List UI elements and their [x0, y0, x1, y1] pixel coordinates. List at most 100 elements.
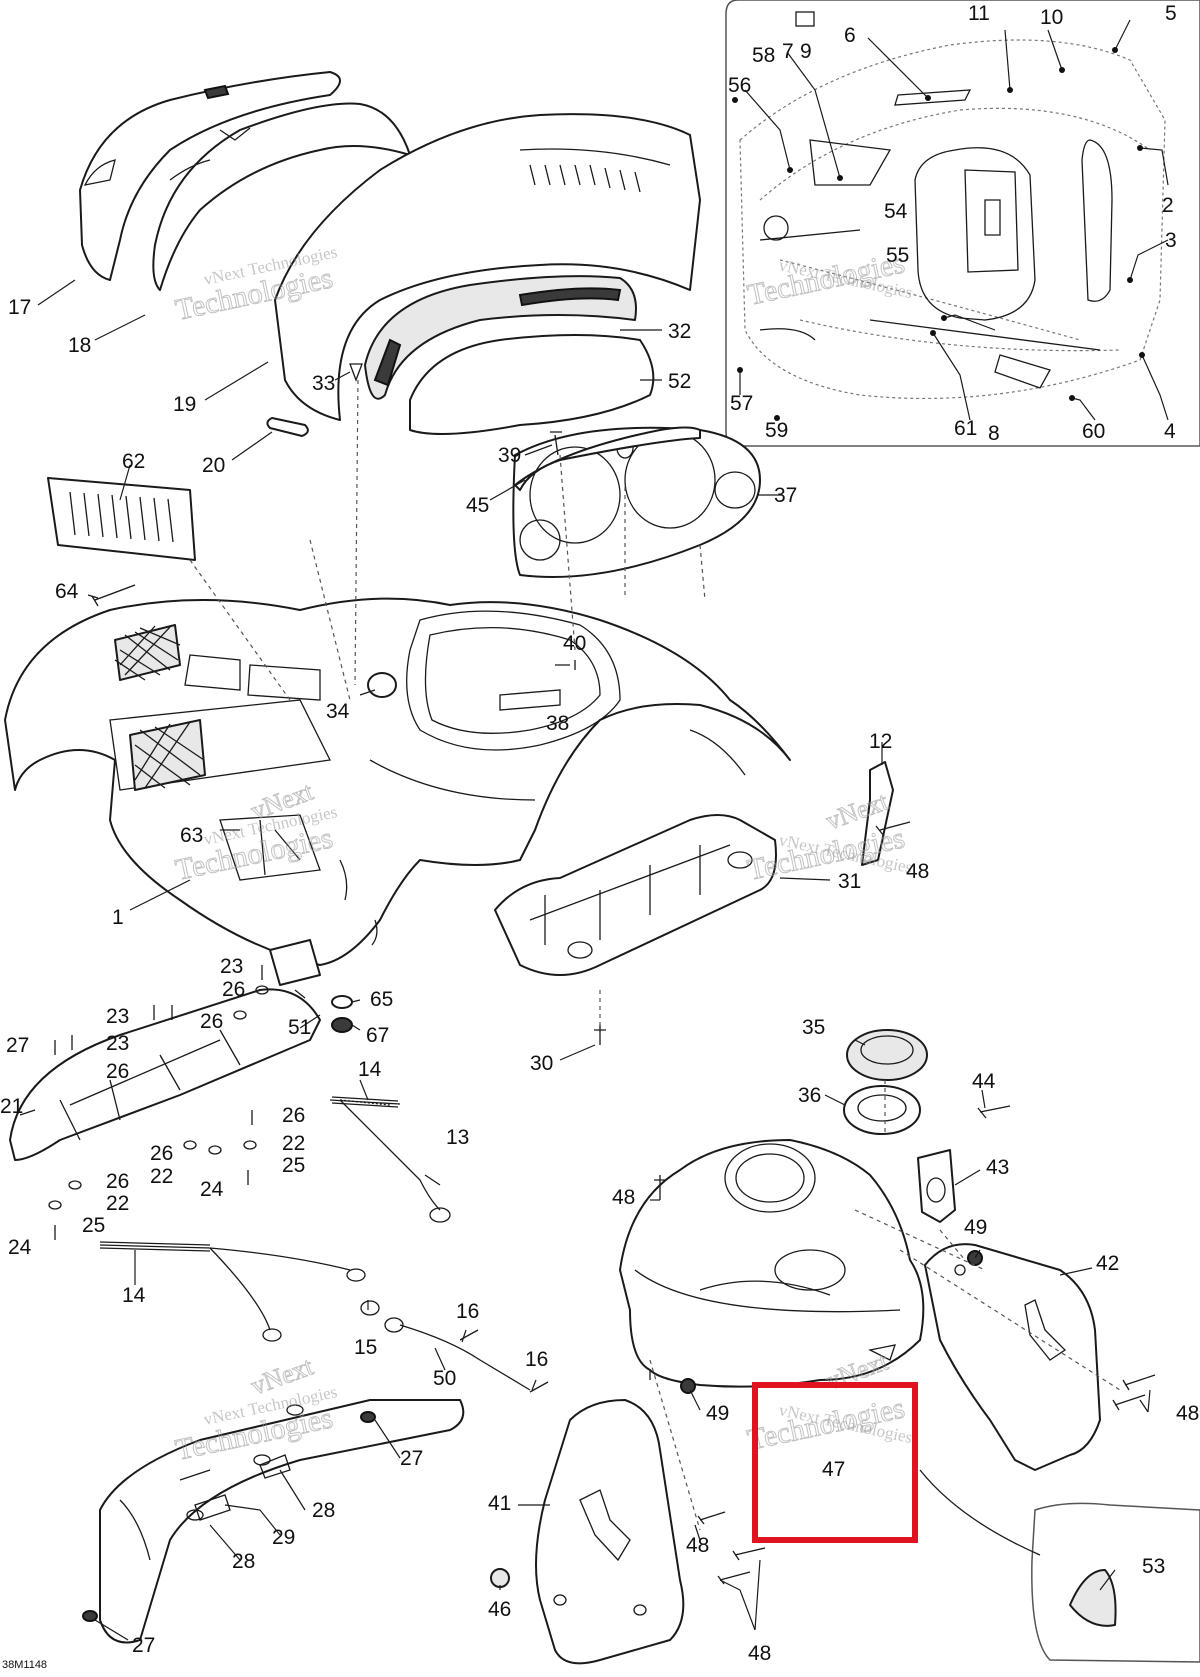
callout-56[interactable]: 56 [728, 74, 751, 97]
callout-25[interactable]: 25 [82, 1214, 105, 1237]
part-19-windshield [274, 113, 701, 421]
callout-12[interactable]: 12 [869, 730, 892, 753]
callout-14[interactable]: 14 [122, 1284, 146, 1307]
callout-39[interactable]: 39 [498, 444, 521, 467]
callout-21[interactable]: 21 [0, 1095, 23, 1118]
callout-44[interactable]: 44 [972, 1070, 996, 1093]
callout-11[interactable]: 11 [968, 2, 990, 25]
callout-67[interactable]: 67 [366, 1024, 389, 1047]
callout-26[interactable]: 26 [150, 1142, 173, 1165]
part-1-front-body [4, 597, 791, 966]
callout-48[interactable]: 48 [1176, 1402, 1199, 1425]
callout-24[interactable]: 24 [8, 1236, 32, 1259]
part-30-screw [594, 1025, 606, 1045]
callout-26[interactable]: 26 [222, 978, 245, 1001]
callout-23[interactable]: 23 [106, 1032, 129, 1055]
part-32-visor [364, 275, 637, 400]
callout-4[interactable]: 4 [1164, 420, 1176, 443]
callout-57[interactable]: 57 [730, 392, 753, 415]
callout-23[interactable]: 23 [220, 955, 243, 978]
callout-48[interactable]: 48 [686, 1534, 709, 1557]
callout-36[interactable]: 36 [798, 1084, 821, 1107]
callout-52[interactable]: 52 [668, 370, 691, 393]
callout-14[interactable]: 14 [358, 1058, 382, 1081]
callout-27[interactable]: 27 [400, 1447, 423, 1470]
callout-58[interactable]: 58 [752, 44, 775, 67]
callout-17[interactable]: 17 [8, 296, 31, 319]
callout-53[interactable]: 53 [1142, 1555, 1165, 1578]
callout-16[interactable]: 16 [456, 1300, 479, 1323]
callout-48[interactable]: 48 [612, 1186, 635, 1209]
callout-40[interactable]: 40 [563, 632, 586, 655]
callout-35[interactable]: 35 [802, 1016, 825, 1039]
callout-55[interactable]: 55 [886, 244, 909, 267]
callout-22[interactable]: 22 [282, 1132, 305, 1155]
callout-22[interactable]: 22 [106, 1192, 129, 1215]
callout-63[interactable]: 63 [180, 824, 203, 847]
callout-46[interactable]: 46 [488, 1598, 511, 1621]
callout-28[interactable]: 28 [232, 1550, 255, 1573]
callout-48[interactable]: 48 [748, 1642, 771, 1665]
callout-6[interactable]: 6 [844, 24, 856, 47]
part-36-gasket [843, 1085, 921, 1135]
callout-19[interactable]: 19 [173, 393, 196, 416]
callout-62[interactable]: 62 [122, 450, 145, 473]
callout-31[interactable]: 31 [838, 870, 861, 893]
callout-15[interactable]: 15 [354, 1336, 377, 1359]
callout-61[interactable]: 61 [954, 417, 977, 440]
part-40-screw [555, 660, 576, 670]
callout-10[interactable]: 10 [1040, 6, 1063, 29]
callout-18[interactable]: 18 [68, 334, 91, 357]
callout-59[interactable]: 59 [765, 419, 788, 442]
callout-51[interactable]: 51 [288, 1016, 311, 1039]
callout-26[interactable]: 26 [282, 1104, 305, 1127]
callout-24[interactable]: 24 [200, 1178, 224, 1201]
callout-30[interactable]: 30 [530, 1052, 553, 1075]
callout-65[interactable]: 65 [370, 988, 393, 1011]
callout-50[interactable]: 50 [433, 1367, 456, 1390]
callout-1[interactable]: 1 [112, 906, 124, 929]
callout-32[interactable]: 32 [668, 320, 691, 343]
callout-49[interactable]: 49 [706, 1402, 729, 1425]
part-33-fastener [349, 363, 363, 382]
callout-64[interactable]: 64 [55, 580, 79, 603]
callout-16[interactable]: 16 [525, 1348, 548, 1371]
callout-13[interactable]: 13 [446, 1126, 469, 1149]
callout-38[interactable]: 38 [546, 712, 569, 735]
callout-9[interactable]: 9 [800, 40, 812, 63]
callout-42[interactable]: 42 [1096, 1252, 1119, 1275]
callout-28[interactable]: 28 [312, 1499, 335, 1522]
callout-34[interactable]: 34 [326, 700, 350, 723]
callout-5[interactable]: 5 [1165, 2, 1177, 25]
callout-45[interactable]: 45 [466, 494, 489, 517]
callout-26[interactable]: 26 [200, 1010, 223, 1033]
callout-43[interactable]: 43 [986, 1156, 1009, 1179]
callout-25[interactable]: 25 [282, 1154, 305, 1177]
part-14-spring-upper [329, 1096, 401, 1108]
callout-26[interactable]: 26 [106, 1060, 129, 1083]
callout-60[interactable]: 60 [1082, 420, 1105, 443]
callout-7[interactable]: 7 [782, 40, 794, 63]
callout-26[interactable]: 26 [106, 1170, 129, 1193]
part-37-gauge-bezel [512, 426, 761, 578]
callout-33[interactable]: 33 [312, 372, 335, 395]
callout-20[interactable]: 20 [202, 454, 225, 477]
callout-3[interactable]: 3 [1165, 229, 1177, 252]
callout-48[interactable]: 48 [906, 860, 929, 883]
callout-37[interactable]: 37 [774, 484, 797, 507]
callout-41[interactable]: 41 [488, 1492, 511, 1515]
callout-47[interactable]: 47 [822, 1458, 845, 1481]
inset-nose-sketch [739, 11, 1166, 400]
callout-27[interactable]: 27 [132, 1634, 155, 1657]
callout-2[interactable]: 2 [1162, 194, 1174, 217]
callout-49[interactable]: 49 [964, 1216, 987, 1239]
callout-27[interactable]: 27 [6, 1034, 29, 1057]
part-31-tray [494, 814, 777, 976]
callout-23[interactable]: 23 [106, 1005, 129, 1028]
callout-29[interactable]: 29 [272, 1526, 295, 1549]
callout-54[interactable]: 54 [884, 200, 908, 223]
callout-22[interactable]: 22 [150, 1165, 173, 1188]
part-43-plate [917, 1149, 956, 1223]
callout-8[interactable]: 8 [988, 422, 1000, 445]
